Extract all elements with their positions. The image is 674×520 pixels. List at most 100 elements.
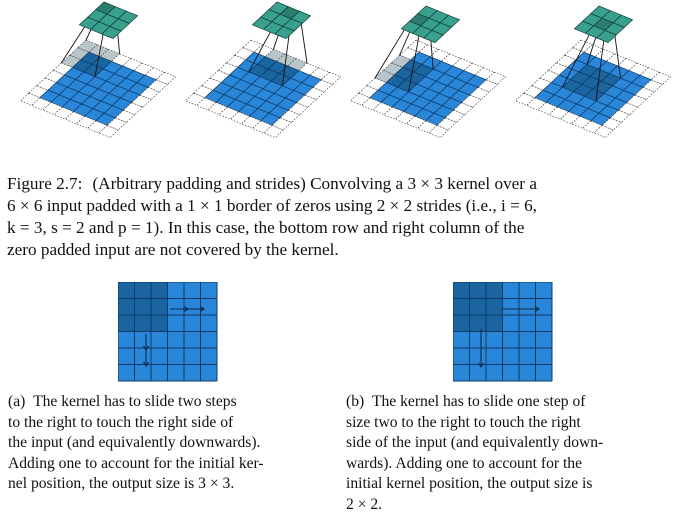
input-cell — [201, 77, 222, 91]
input-cell — [64, 111, 86, 125]
input-cell — [309, 67, 330, 81]
caption-line: The kernel has to slide two steps — [33, 393, 237, 410]
input-cell — [75, 115, 97, 129]
input-cell — [114, 109, 136, 123]
input-cell — [240, 115, 262, 129]
input-cell — [469, 87, 490, 100]
caption-line: size two to the right to touch the right — [346, 413, 581, 431]
input-cell — [564, 47, 585, 61]
input-cell — [399, 47, 420, 61]
input-cell — [548, 106, 569, 120]
input-cell — [271, 117, 292, 131]
input-cell — [87, 120, 108, 134]
input-cell — [53, 106, 74, 120]
input-cell — [44, 70, 65, 83]
input-cell — [36, 77, 57, 91]
input-cell — [320, 71, 342, 85]
caption-line: the input (and equivalently downwards). — [8, 434, 261, 451]
output-cell — [274, 25, 295, 40]
input-cell — [358, 85, 379, 99]
caption-line: 6 × 6 input padded with a 1 × 1 border o… — [7, 196, 537, 215]
input-cell — [452, 58, 473, 71]
input-cell — [583, 44, 604, 58]
input-cell — [634, 87, 655, 100]
input-cell — [559, 111, 581, 125]
input-cell — [122, 58, 143, 71]
input-cell — [279, 109, 301, 123]
slide-arrows — [478, 306, 541, 369]
input-cell — [28, 85, 49, 99]
input-cell — [609, 109, 631, 123]
input-cell — [131, 94, 152, 108]
input-cell — [217, 62, 239, 76]
input-cell — [372, 102, 393, 115]
input-cell — [617, 58, 638, 71]
input-cell — [547, 62, 569, 76]
output-cell — [423, 29, 444, 44]
figure-label: Figure 2.7: — [7, 174, 83, 193]
input-cell — [234, 47, 255, 61]
input-cell — [229, 111, 251, 125]
caption-line: initial kernel position, the output size… — [346, 475, 593, 492]
input-cell — [514, 92, 536, 106]
subfigure-b-grid — [453, 282, 553, 382]
input-cell — [555, 54, 577, 68]
input-cell — [88, 44, 109, 58]
input-cell — [218, 106, 239, 120]
input-cell — [366, 77, 387, 91]
input-cell — [485, 71, 507, 85]
input-cell — [605, 53, 627, 67]
caption-line: 2 × 2. — [346, 495, 383, 513]
input-cell — [304, 87, 325, 100]
input-cell — [99, 48, 121, 62]
input-cell — [110, 53, 132, 67]
input-cell — [570, 115, 592, 129]
input-cell — [428, 125, 449, 138]
input-cell — [452, 102, 474, 116]
input-cell — [436, 117, 457, 131]
input-cell — [440, 53, 462, 67]
caption-line: side of the input (and equivalently down… — [346, 434, 604, 451]
input-cell — [52, 62, 74, 76]
caption-line: to the right to touch the right side of — [8, 413, 234, 431]
caption-line: nel position, the output size is 3 × 3. — [8, 475, 235, 492]
input-cell — [374, 70, 395, 83]
input-cell — [98, 125, 119, 138]
input-cell — [193, 85, 214, 99]
input-cell — [405, 115, 427, 129]
input-cell — [444, 109, 466, 123]
output-cell — [101, 25, 122, 40]
input-cell — [60, 54, 82, 68]
slide-arrows — [143, 306, 206, 368]
input-cell — [417, 120, 438, 134]
input-cell — [626, 94, 647, 108]
input-cell — [582, 120, 603, 134]
input-cell — [383, 106, 404, 120]
input-cell — [196, 97, 217, 111]
caption-line: k = 3, s = 2 and p = 1). In this case, t… — [7, 218, 525, 237]
output-cell — [596, 29, 617, 44]
input-cell — [361, 97, 382, 111]
input-cell — [296, 94, 317, 108]
input-cell — [639, 67, 660, 81]
input-cell — [642, 79, 663, 93]
subfigure-a-grid — [118, 282, 218, 382]
input-cell — [42, 102, 63, 115]
input-cell — [463, 62, 484, 76]
subfigure-label: (a) — [8, 393, 26, 410]
input-cell — [144, 67, 165, 81]
input-cell — [287, 102, 309, 116]
input-cell — [349, 92, 371, 106]
convolution-steps-illustration — [19, 1, 672, 138]
caption-line: The kernel has to slide one step of — [371, 393, 586, 410]
input-cell — [474, 67, 495, 81]
input-cell — [207, 102, 228, 115]
input-cell — [572, 39, 593, 53]
input-cell — [106, 117, 127, 131]
figure-caption: Figure 2.7:(Arbitrary padding and stride… — [7, 173, 665, 261]
input-cell — [628, 62, 649, 76]
input-cell — [264, 48, 286, 62]
input-cell — [287, 58, 308, 71]
input-cell — [147, 79, 168, 93]
input-cell — [155, 71, 177, 85]
